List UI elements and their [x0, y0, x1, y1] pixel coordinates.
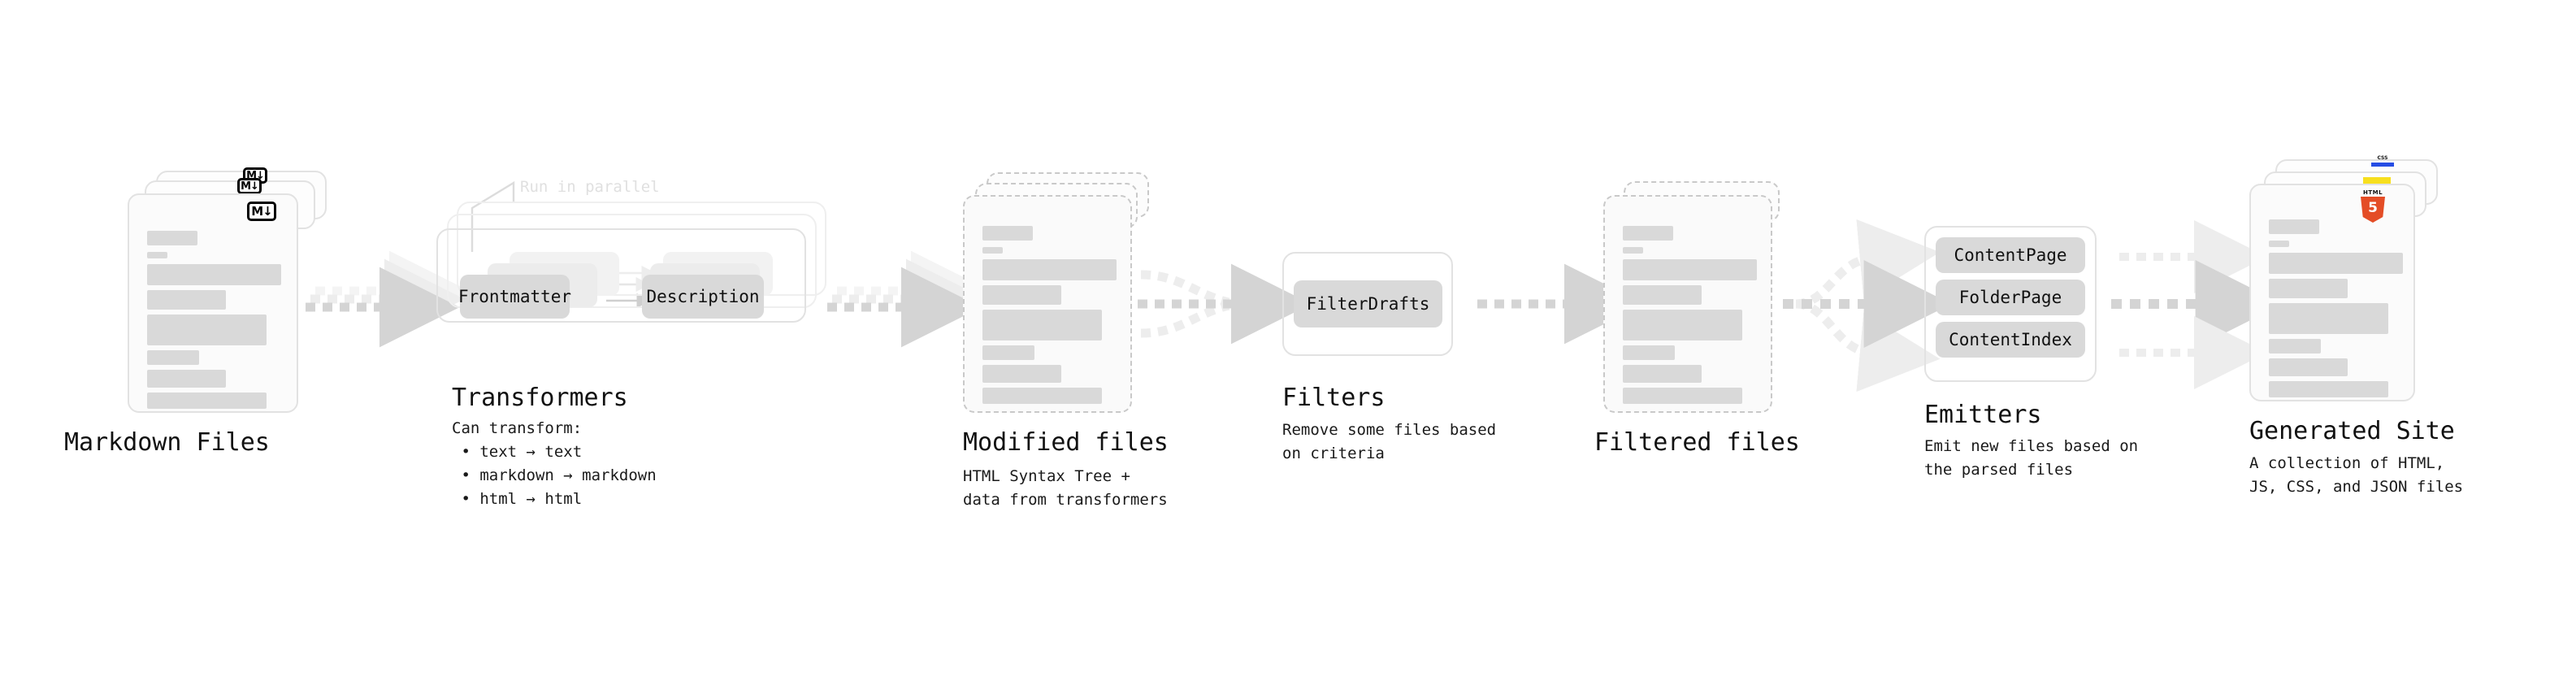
emitter-pill-contentpage[interactable]: ContentPage: [1936, 237, 2085, 273]
stage-subtitle-generated-site: A collection of HTML, JS, CSS, and JSON …: [2249, 454, 2464, 496]
skeleton-bar: [1623, 345, 1675, 360]
stage-subtitle-emitters: Emit new files based on the parsed files: [1924, 437, 2139, 479]
skeleton-bar: [147, 350, 199, 365]
stage-title-filtered-files: Filtered files: [1594, 428, 1800, 457]
css-badge-icon: CSS: [2370, 156, 2395, 167]
skeleton-bar: [1623, 310, 1742, 340]
run-in-parallel-label: Run in parallel: [520, 178, 660, 196]
skeleton-bar: [1623, 226, 1673, 241]
stage-subtitle-filters: Remove some files based on criteria: [1282, 421, 1497, 462]
skeleton-bar: [2269, 381, 2388, 397]
emitter-pill-folderpage[interactable]: FolderPage: [1936, 280, 2085, 315]
skeleton-bar: [982, 226, 1033, 241]
skeleton-bar: [2269, 219, 2319, 234]
stage-title-markdown-files: Markdown Files: [64, 428, 270, 457]
arrow-modified-to-filters: [1138, 263, 1312, 345]
skeleton-bar: [982, 247, 1003, 254]
skeleton-bar: [147, 290, 226, 310]
emitter-pill-contentindex[interactable]: ContentIndex: [1936, 322, 2085, 358]
skeleton-bar: [1623, 365, 1702, 383]
skeleton-bar: [147, 252, 167, 258]
html5-badge-label: HTML: [2362, 189, 2383, 196]
filters-group: [1282, 252, 1453, 356]
emitters-group: [1924, 226, 2097, 382]
skeleton-bar: [147, 231, 197, 245]
filter-pill-filterdrafts[interactable]: FilterDrafts: [1294, 280, 1442, 327]
skeleton-bar: [2269, 241, 2289, 247]
parallel-leader-line: [471, 180, 515, 252]
skeleton-bar: [982, 388, 1102, 404]
skeleton-bar: [2269, 303, 2388, 334]
transformer-pill-description[interactable]: Description: [642, 275, 764, 319]
skeleton-bar: [2269, 339, 2321, 354]
css-badge-label: CSS: [2377, 155, 2388, 161]
skeleton-bar: [1623, 388, 1742, 404]
arrow-filtered-to-emitters: [1783, 219, 1952, 393]
stage-title-emitters: Emitters: [1924, 401, 2042, 429]
transformer-group-front: [436, 228, 806, 323]
stage-title-generated-site: Generated Site: [2249, 417, 2455, 445]
html5-shield: [2361, 197, 2385, 223]
skeleton-bar: [147, 314, 267, 345]
markdown-badge-mid: M↓: [237, 178, 262, 194]
skeleton-bar: [2269, 253, 2403, 274]
skeleton-bar: [2269, 279, 2348, 298]
skeleton-bar: [1623, 285, 1702, 305]
skeleton-bar: [982, 259, 1117, 280]
transformer-pill-frontmatter[interactable]: Frontmatter: [458, 275, 571, 319]
transformer-group-mid: [447, 214, 817, 308]
arrow-emitters-to-site: [2111, 220, 2283, 389]
modified-card-front: [963, 195, 1132, 413]
skeleton-bar: [147, 264, 281, 285]
arrow-markdown-to-transformers: [306, 250, 470, 348]
markdown-card-front: [128, 193, 298, 413]
markdown-badge-icon: M↓: [247, 202, 276, 221]
stage-subtitle-modified-files: HTML Syntax Tree + data from transformer…: [963, 467, 1168, 509]
filtered-card-front: [1603, 195, 1772, 413]
stage-title-transformers: Transformers: [452, 384, 628, 412]
site-card-front: [2249, 184, 2415, 401]
skeleton-bar: [147, 393, 267, 409]
skeleton-bar: [1623, 259, 1757, 280]
css-badge-bar: [2371, 163, 2394, 167]
arrow-transformers-to-modified: [827, 250, 991, 348]
stage-subtitle-transformers: Can transform: • text → text • markdown …: [452, 419, 657, 508]
skeleton-bar: [982, 345, 1034, 360]
stage-title-modified-files: Modified files: [963, 428, 1169, 457]
skeleton-bar: [1623, 247, 1643, 254]
stage-title-filters: Filters: [1282, 384, 1386, 412]
skeleton-bar: [982, 310, 1102, 340]
transformer-group-back: [457, 202, 826, 296]
skeleton-bar: [2269, 358, 2348, 376]
skeleton-bar: [982, 285, 1061, 305]
html5-badge-icon: HTML: [2359, 190, 2387, 223]
skeleton-bar: [147, 370, 226, 388]
skeleton-bar: [982, 365, 1061, 383]
